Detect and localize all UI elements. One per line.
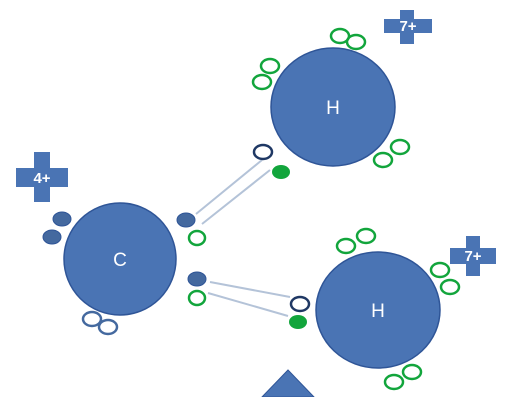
electron xyxy=(187,229,207,247)
electron xyxy=(372,151,394,169)
electron xyxy=(355,227,377,245)
shared-electrons-top xyxy=(252,143,290,179)
hydrogen-atom-bottom: H xyxy=(315,251,441,369)
electron xyxy=(42,229,62,245)
electron xyxy=(252,143,274,161)
electron xyxy=(272,165,290,179)
carbon-charge-badge: 4+ xyxy=(16,152,68,202)
electron xyxy=(383,373,405,391)
bond-c-h-top xyxy=(195,159,271,225)
triangle-shape xyxy=(261,369,315,397)
hydrogen-bottom-symbol: H xyxy=(371,301,385,322)
electron xyxy=(289,315,307,329)
bond-c-h-bottom xyxy=(207,281,291,317)
electron xyxy=(97,318,119,336)
carbon-symbol: C xyxy=(113,250,127,271)
electron xyxy=(289,295,311,313)
shared-electrons-bottom xyxy=(289,295,311,329)
electron xyxy=(335,237,357,255)
electron xyxy=(52,211,72,227)
hydrogen-bottom-electrons xyxy=(335,227,461,391)
electron xyxy=(439,278,461,296)
electron xyxy=(251,73,273,91)
electron xyxy=(176,212,196,228)
electron xyxy=(187,289,207,307)
hydrogen-top-charge-badge: 7+ xyxy=(384,10,432,44)
carbon-charge-text: 4+ xyxy=(33,170,50,187)
electron xyxy=(81,310,103,328)
carbon-atom: C xyxy=(63,202,177,316)
hydrogen-top-electrons xyxy=(251,27,411,169)
carbon-electrons xyxy=(42,211,207,336)
electron xyxy=(187,271,207,287)
electron xyxy=(259,57,281,75)
hydrogen-atom-top: H xyxy=(270,47,396,167)
hydrogen-top-symbol: H xyxy=(326,98,340,119)
hydrogen-top-charge-text: 7+ xyxy=(399,18,416,35)
electron xyxy=(401,363,423,381)
electron xyxy=(389,138,411,156)
electron xyxy=(429,261,451,279)
electron xyxy=(345,33,367,51)
hydrogen-bottom-charge-text: 7+ xyxy=(464,248,481,265)
hydrogen-bottom-charge-badge: 7+ xyxy=(450,236,496,276)
